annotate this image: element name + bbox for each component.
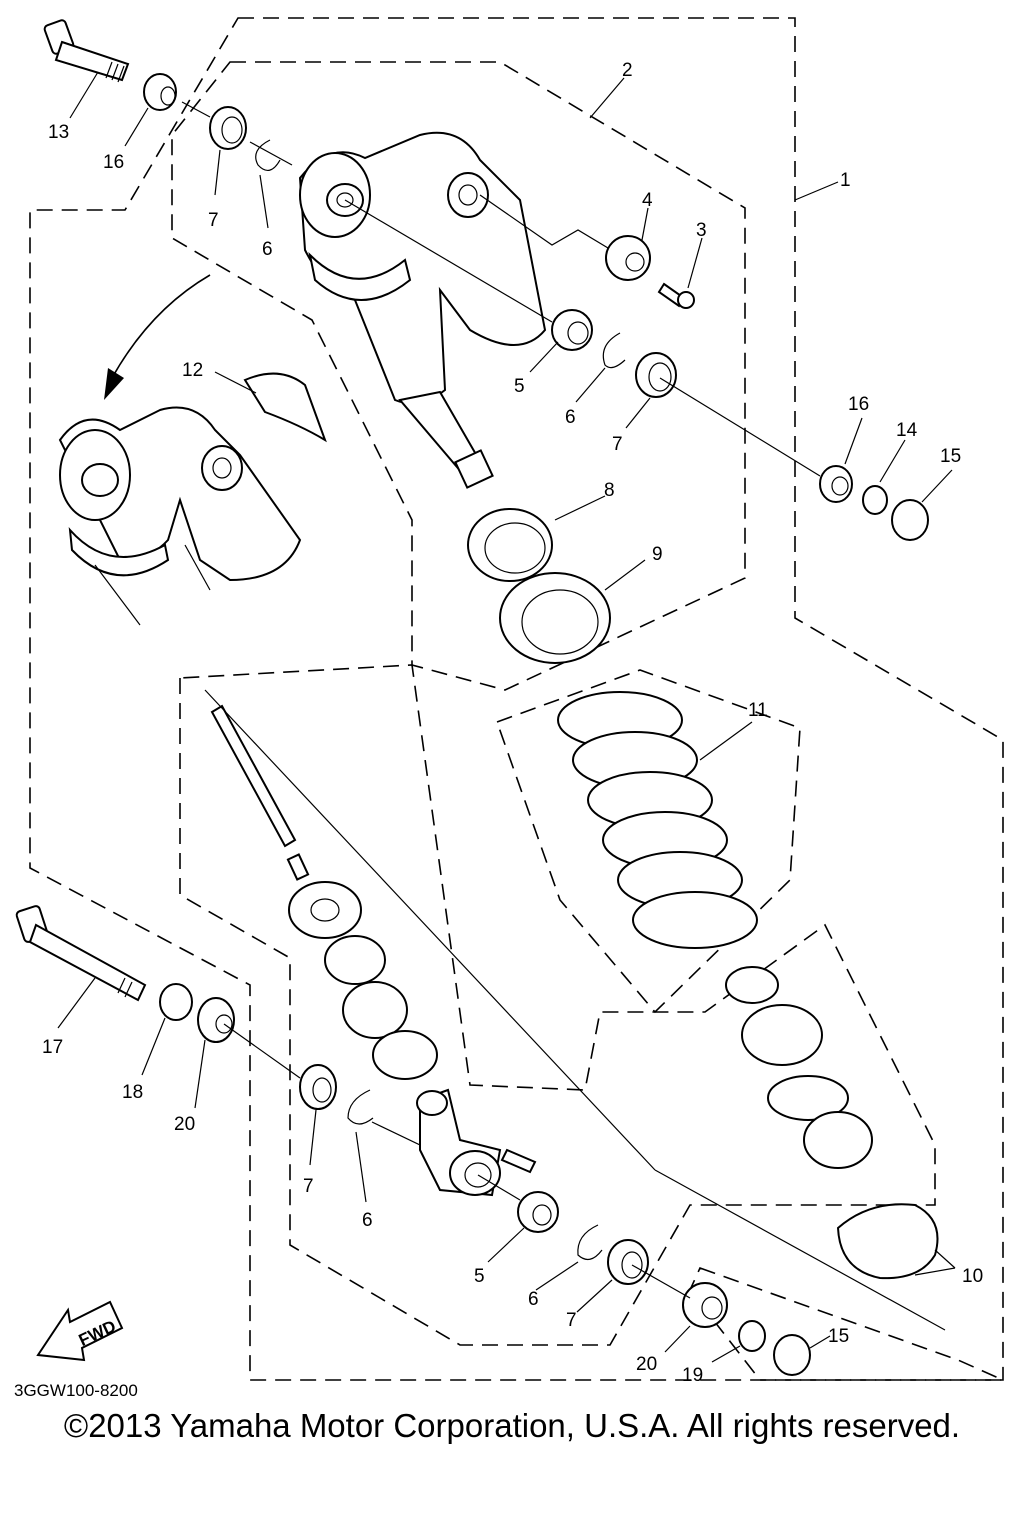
part-15-nut-b xyxy=(773,1334,811,1376)
callout-2: 2 xyxy=(622,60,633,81)
lower-clevis xyxy=(416,1088,502,1197)
damper-subassembly-boundary xyxy=(179,664,936,1346)
part-7-bearing-d-inner xyxy=(621,1251,643,1279)
callout-16-upper-right: 16 xyxy=(848,394,869,415)
leader-lines xyxy=(57,71,956,1363)
callout-7-upper-left: 7 xyxy=(208,210,219,231)
damper-cup xyxy=(372,1030,438,1080)
diagram-code: 3GGW100-8200 xyxy=(14,1381,138,1400)
callout-17: 17 xyxy=(42,1037,63,1058)
damper-rod xyxy=(210,704,297,848)
callout-5-upper: 5 xyxy=(514,376,525,397)
damper-bushing xyxy=(324,935,386,985)
part-9-ring-nut xyxy=(499,572,611,664)
part-14-washer xyxy=(862,485,888,515)
part-7-bearing-b xyxy=(635,352,677,398)
callout-13: 13 xyxy=(48,122,69,143)
rod-pin xyxy=(286,853,310,881)
callout-8: 8 xyxy=(604,480,615,501)
lower-joint-boundary xyxy=(689,1266,1004,1381)
callout-19: 19 xyxy=(682,1365,703,1386)
callout-9: 9 xyxy=(652,544,663,565)
callout-1: 1 xyxy=(840,170,851,191)
fwd-arrow: FWD xyxy=(36,1300,124,1362)
callout-15-lower: 15 xyxy=(828,1326,849,1347)
part-7-bearing-c-inner xyxy=(312,1077,332,1103)
callout-7-lower-right: 7 xyxy=(566,1310,577,1331)
callout-6-upper-left: 6 xyxy=(262,239,273,260)
shock-body-inset xyxy=(58,406,302,626)
part-5-bushing-b xyxy=(517,1191,559,1233)
callout-11: 11 xyxy=(748,700,768,721)
part-15-nut-a xyxy=(891,499,929,541)
part-10-collar xyxy=(836,1203,939,1280)
callout-20-left: 20 xyxy=(174,1114,195,1135)
clevis-pin xyxy=(500,1148,537,1174)
callout-6-lower-right: 6 xyxy=(528,1289,539,1310)
callout-5-lower: 5 xyxy=(474,1266,485,1287)
part-7-bearing-a-inner xyxy=(221,116,243,144)
part-16-collar-right xyxy=(819,465,853,503)
part-16-collar-right-inner xyxy=(831,476,849,496)
rotate-arrow xyxy=(111,274,211,379)
damper-seal-a-inner xyxy=(310,898,340,922)
lower-cup-b xyxy=(741,1004,823,1066)
shock-body xyxy=(298,131,547,489)
damper-bearing xyxy=(342,981,408,1039)
callout-6-lower-left: 6 xyxy=(362,1210,373,1231)
part-18-washer xyxy=(159,983,193,1021)
part-11-spring xyxy=(557,691,758,949)
damper-seal-a xyxy=(288,881,362,939)
spring-boundary xyxy=(495,669,801,1014)
callout-6-upper-right: 6 xyxy=(565,407,576,428)
callout-16-upper-left: 16 xyxy=(103,152,124,173)
part-20-collar-a-inner xyxy=(215,1014,233,1034)
assembly-1-boundary xyxy=(29,17,1004,1381)
part-13-bolt xyxy=(43,19,130,83)
part-19-washer xyxy=(738,1320,766,1352)
part-20-collar-b xyxy=(682,1282,728,1328)
rotate-arrow-head xyxy=(104,368,124,400)
callout-3: 3 xyxy=(696,220,707,241)
callout-18: 18 xyxy=(122,1082,143,1103)
part-3-screw xyxy=(657,282,695,309)
lower-cup-a xyxy=(725,966,779,1004)
callout-15-upper: 15 xyxy=(940,446,961,467)
lower-plate xyxy=(767,1075,849,1121)
part-7-bearing-a xyxy=(209,106,247,150)
callout-4: 4 xyxy=(642,190,653,211)
copyright-notice: ©2013 Yamaha Motor Corporation, U.S.A. A… xyxy=(63,1407,961,1444)
part-12-cover xyxy=(243,372,327,443)
part-6-clip-a xyxy=(255,139,281,171)
part-17-bolt xyxy=(15,905,147,1002)
part-6-clip-c xyxy=(347,1089,374,1125)
part-5-bushing-a xyxy=(551,309,593,351)
callout-10: 10 xyxy=(962,1266,983,1287)
part-20-collar-b-inner xyxy=(701,1296,723,1320)
part-16-collar-upper xyxy=(143,73,177,111)
part-20-collar-a xyxy=(197,997,235,1043)
part-4-adjuster xyxy=(605,235,651,281)
part-8-ring-nut xyxy=(467,508,553,582)
callout-20-right: 20 xyxy=(636,1354,657,1375)
callout-7-upper-right: 7 xyxy=(612,434,623,455)
lower-bumper xyxy=(803,1111,873,1169)
callout-7-lower-left: 7 xyxy=(303,1176,314,1197)
part-6-clip-d xyxy=(577,1224,603,1261)
callout-12: 12 xyxy=(182,360,203,381)
assembly-lines xyxy=(181,101,946,1331)
part-7-bearing-c xyxy=(299,1064,337,1110)
part-6-clip-b xyxy=(602,332,626,369)
callout-14: 14 xyxy=(896,420,918,441)
part-7-bearing-d xyxy=(607,1239,649,1285)
